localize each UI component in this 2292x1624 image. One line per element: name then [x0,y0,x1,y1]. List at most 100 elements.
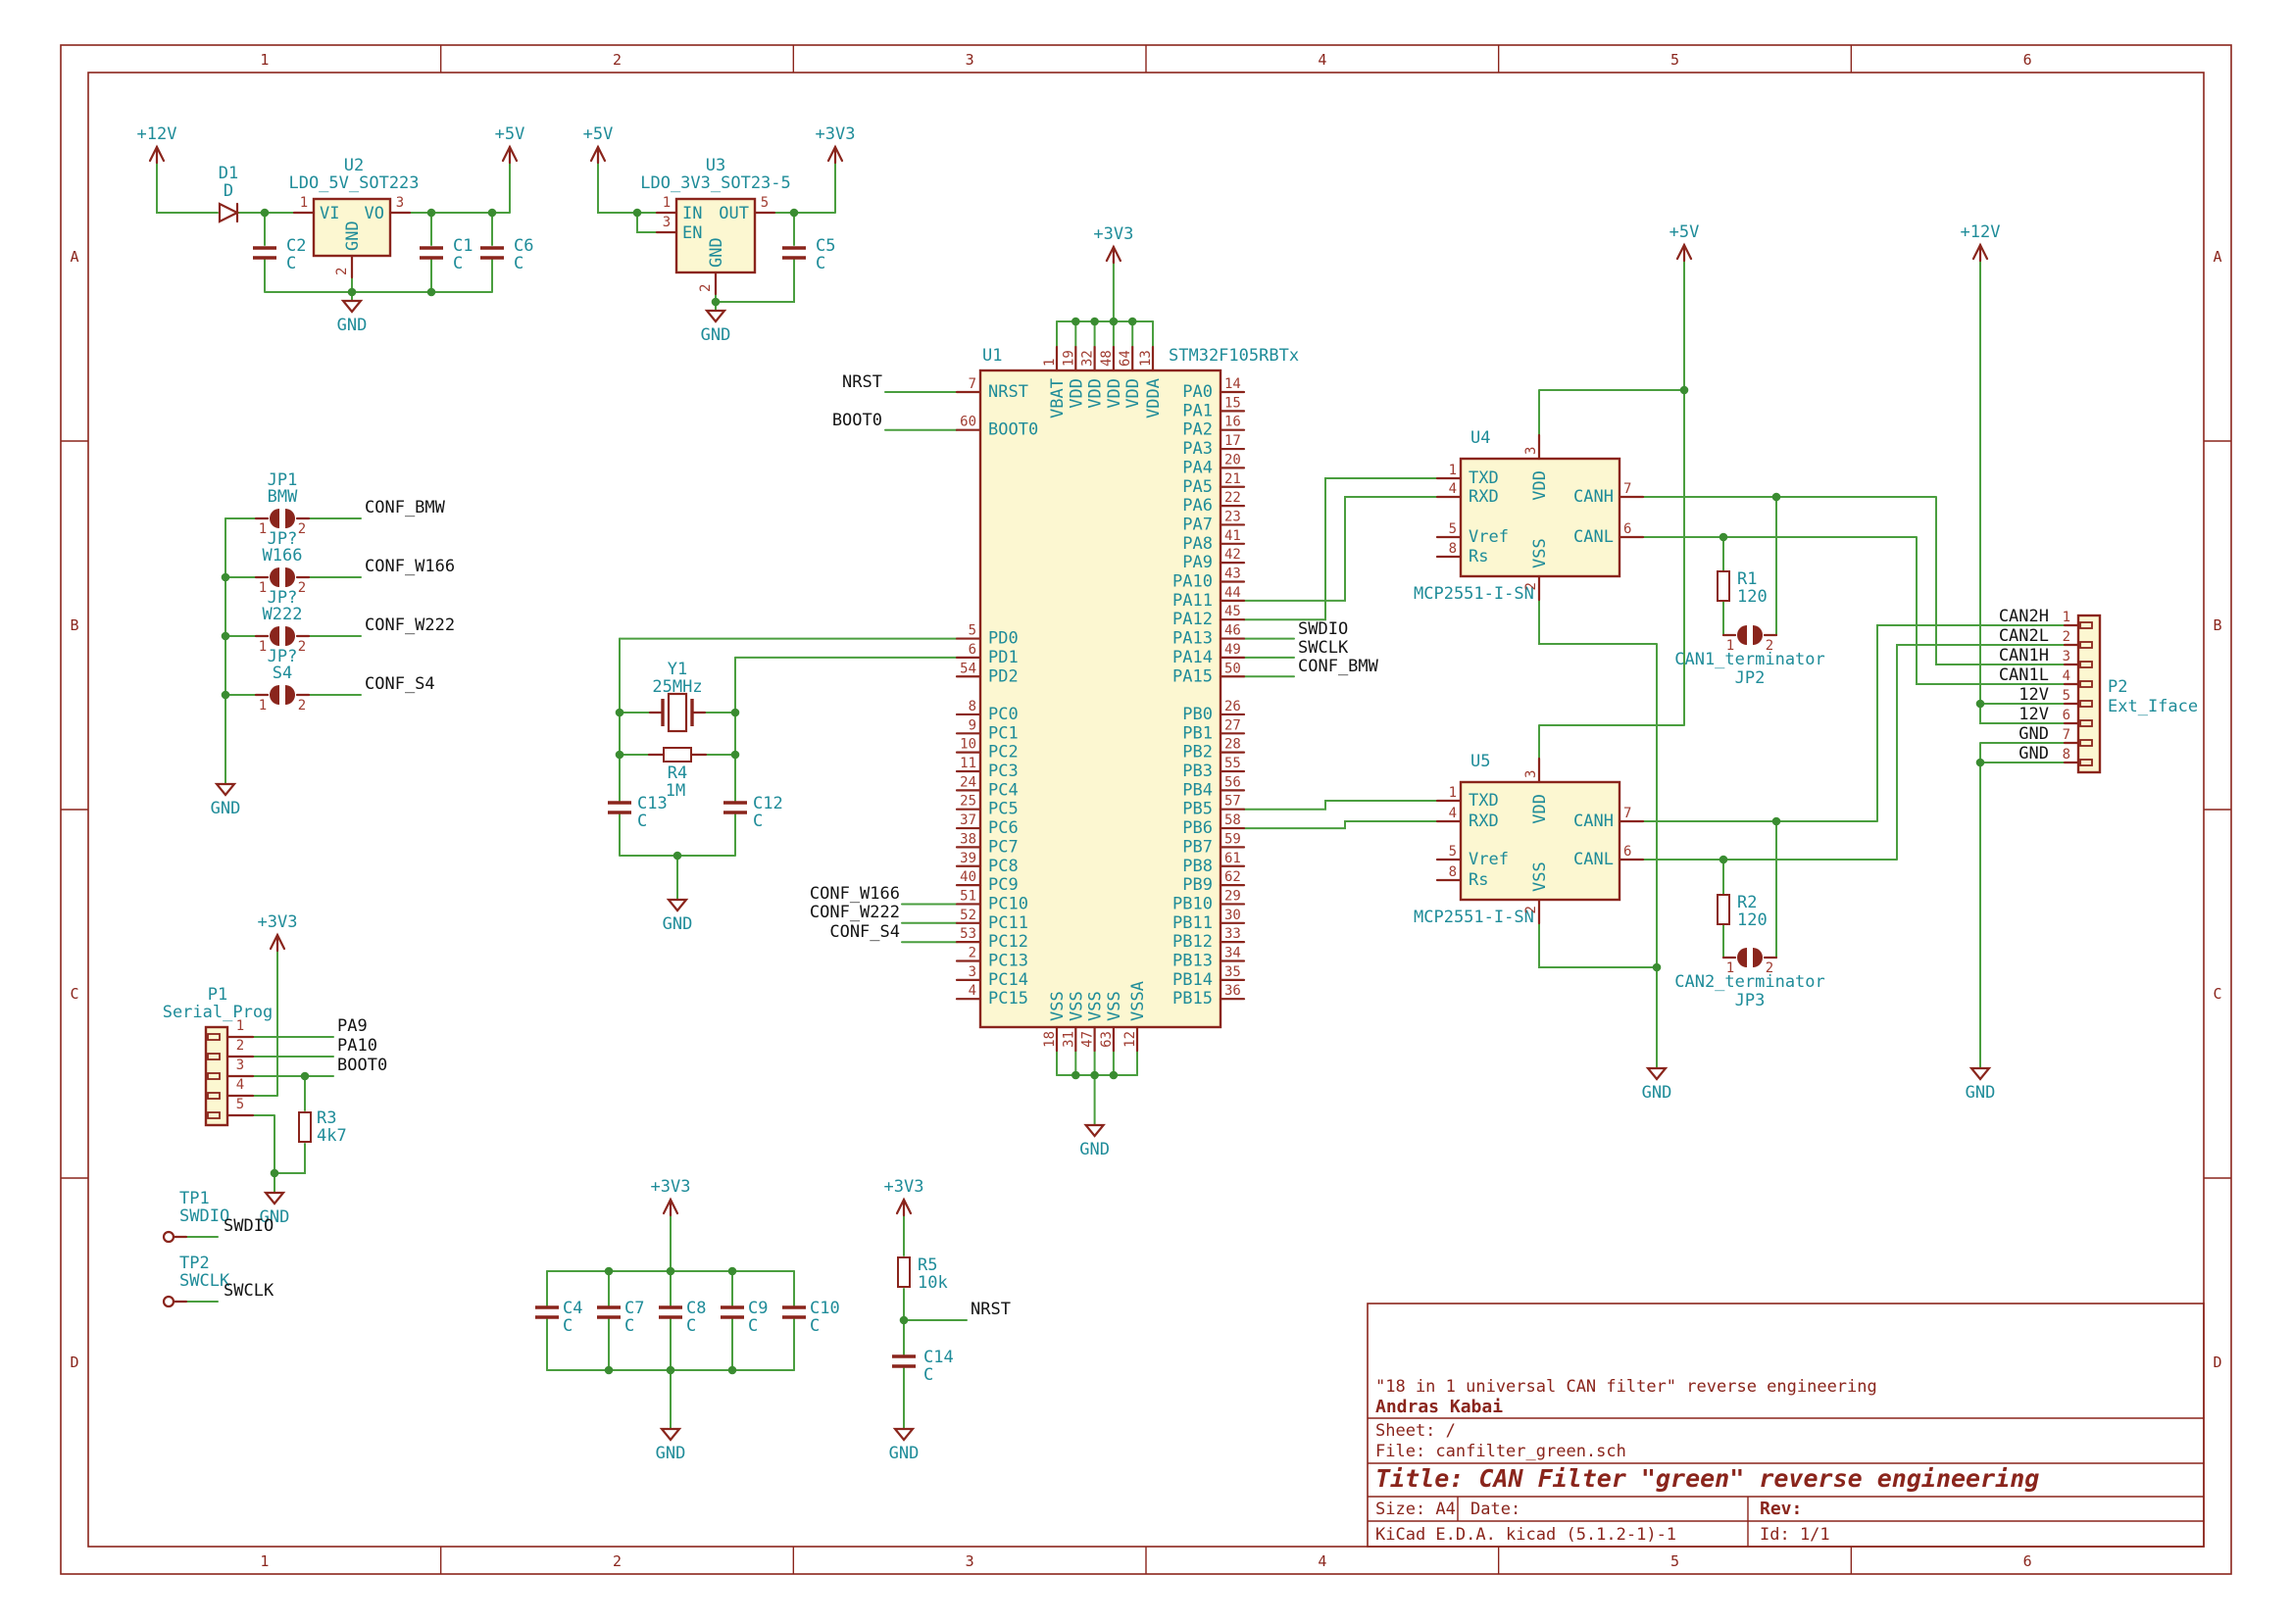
r4-ref: R4 [668,763,687,783]
ruler-column-label: 4 [1318,1552,1326,1570]
u5-num: 8 [1449,864,1457,880]
u3-body[interactable] [674,197,757,274]
u3-pin-en-name: EN [682,223,702,243]
titleblock-size: Size: A4 [1375,1500,1456,1519]
capacitor-c2[interactable]: C2 C [253,236,306,273]
u2-pin-vi-name: VI [320,204,339,223]
u1-pin-name: PA4 [1182,458,1213,477]
u1-pin-number: 40 [960,869,976,885]
can-transceiver-u5[interactable]: U5 MCP2551-I-SN 1 4 5 8 7 6 TXD RXD Vref… [1414,752,1645,927]
u1-pin-name: VSS [1086,991,1106,1021]
u1-pin-name: PA9 [1182,553,1213,572]
power-symbols: +12V+5V+5V+3V3+3V3+5V+12V+3V3+3V3+3V3GND… [137,124,2001,1463]
net-label-12v: 12V [2018,705,2049,724]
ruler-row-label: C [70,985,78,1003]
r2-body[interactable] [1717,894,1730,925]
p1-body[interactable] [204,1025,229,1127]
test-points[interactable]: TP1 SWDIO SWDIO TP2 SWCLK SWCLK [162,1189,274,1308]
r1-value: 120 [1737,587,1768,607]
titleblock-comment: "18 in 1 universal CAN filter" reverse e… [1375,1377,1877,1397]
u5-num: 3 [1523,770,1539,778]
p2-body[interactable] [2076,614,2102,774]
regulator-u3[interactable]: U3 LDO_3V3_SOT23-5 1 3 5 IN EN OUT GND 2 [640,156,791,296]
c1-ref: C1 [453,236,473,256]
u1-pin-number: 39 [960,851,976,866]
u1-pin-name: PB0 [1182,705,1213,724]
r5-body[interactable] [897,1256,911,1288]
crystal-circuit[interactable]: Y1 25MHz R4 1M C13 C C12 C [608,660,783,831]
u4-body[interactable] [1459,457,1621,578]
reset-circuit[interactable]: R5 10k NRST C14 C [892,1255,1011,1385]
jumper-blob [1753,625,1763,645]
ext-iface-connector[interactable]: P2 Ext_Iface 1CAN2H2CAN2L3CAN1H4CAN1L512… [1999,607,2198,774]
tp2-pad[interactable] [162,1295,175,1308]
c13-value: C [637,812,647,831]
wire-power-regulators[interactable] [156,162,836,312]
jumper-blob [270,509,279,528]
c1-value: C [453,254,463,273]
p1-pin-number: 4 [236,1077,244,1093]
u2-body[interactable] [312,197,392,258]
r3-body[interactable] [298,1111,312,1143]
ruler-column-label: 6 [2023,51,2032,69]
wire-can[interactable] [1538,258,2066,1069]
u1-pin-number: 15 [1224,395,1241,411]
r1-body[interactable] [1717,570,1730,602]
p2-pin-number: 1 [2063,610,2070,625]
y1-value: 25MHz [652,677,702,697]
net-label-conf_s4: CONF_S4 [365,674,435,694]
u1-pin-name: PC9 [988,875,1019,895]
diode-d1[interactable]: D1 D [219,164,240,223]
junction-dot [1679,385,1689,395]
tp1-pad[interactable] [162,1230,175,1244]
u1-pin-number: 34 [1224,946,1241,961]
p1-pad [207,1092,221,1100]
u4-name: CANH [1573,487,1614,507]
net-label-swclk: SWCLK [1298,638,1349,658]
u5-body[interactable] [1459,780,1621,902]
capacitor-c6[interactable]: C6 C [480,236,533,273]
u3-pin-in-num: 1 [663,195,671,211]
p1-pin-number: 3 [236,1058,244,1073]
p1-value: Serial_Prog [163,1003,274,1022]
cap-value: C [748,1316,758,1336]
u1-pin-number: 47 [1080,1031,1096,1048]
capacitor-c1[interactable]: C1 C [420,236,473,273]
u1-pin-name: PB11 [1172,913,1213,933]
junction-dot [1771,492,1781,502]
p1-pin-number: 1 [236,1018,244,1034]
can-transceiver-u4[interactable]: U4 MCP2551-I-SN 1 4 5 8 7 6 TXD RXD Vref… [1414,428,1645,604]
u1-body[interactable] [978,369,1222,1029]
r4-body[interactable] [663,747,692,763]
regulator-u2[interactable]: U2 LDO_5V_SOT223 1 3 VI VO GND 2 [288,156,420,279]
c14-ref: C14 [923,1348,954,1367]
capacitor-c5[interactable]: C5 C [782,236,835,273]
u5-num: 5 [1449,844,1457,860]
jumper-blob [285,685,295,705]
power-arrow-icon [148,144,166,163]
c12-value: C [753,812,763,831]
u1-pin-name: VDD [1067,378,1086,409]
cap-value: C [810,1316,820,1336]
titleblock-tool: KiCad E.D.A. kicad (5.1.2-1)-1 [1375,1525,1676,1545]
p2-pin-number: 2 [2063,629,2070,645]
ruler-column-label: 3 [966,1552,974,1570]
junction-dot [1719,855,1728,864]
net-label-can1h: CAN1H [1999,646,2049,665]
net-label-conf-s4: CONF_S4 [829,922,900,942]
u1-pin-name: VDDA [1144,378,1164,418]
resistor-r3[interactable]: R3 4k7 [298,1108,347,1146]
u1-pin-number: 30 [1224,908,1241,923]
u1-pin-number: 41 [1224,528,1241,544]
p2-ref: P2 [2108,677,2127,697]
wire-jumpers-p1-tp[interactable] [185,517,334,1303]
u1-pin-name: PC12 [988,932,1028,952]
u4-name: VSS [1530,538,1550,568]
